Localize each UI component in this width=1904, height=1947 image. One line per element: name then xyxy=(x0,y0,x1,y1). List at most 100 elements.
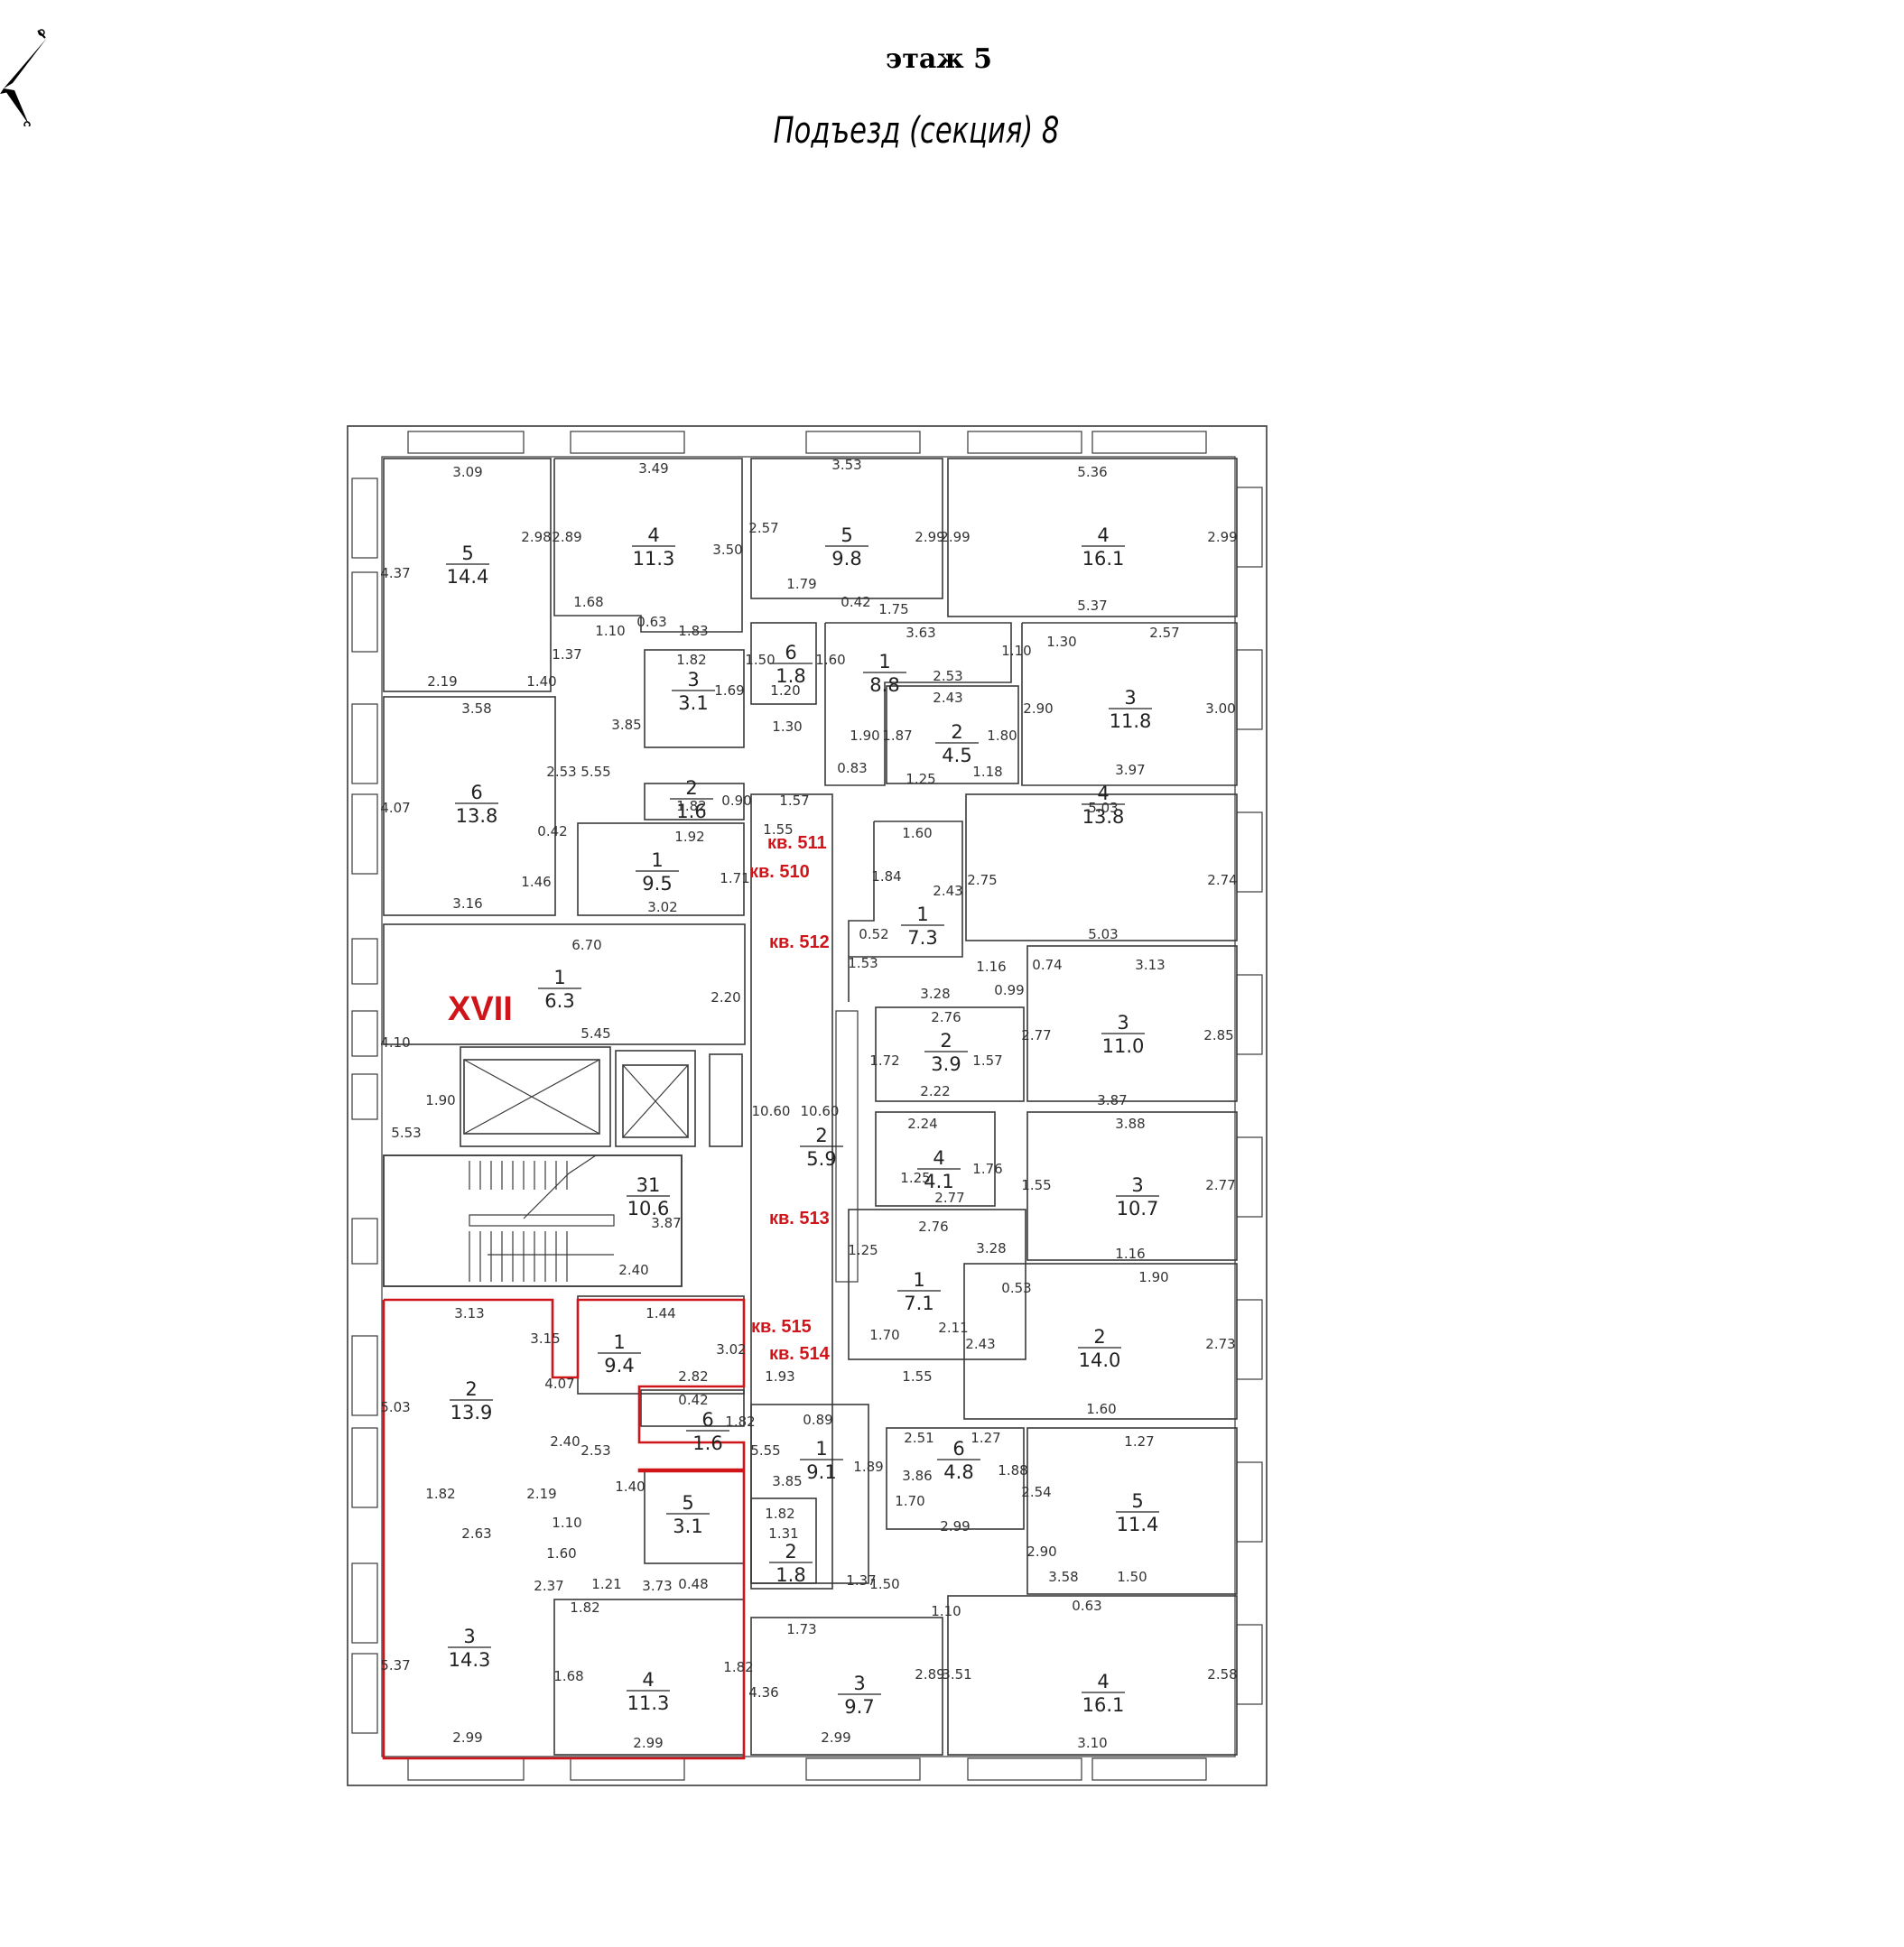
dimension-label: 3.58 xyxy=(461,700,491,717)
room-number: 4 xyxy=(1097,783,1109,804)
dimension-label: 1.75 xyxy=(878,601,908,617)
dimension-label: 1.10 xyxy=(595,623,625,639)
room-number: 2 xyxy=(815,1125,827,1146)
section-number: XVII xyxy=(448,990,513,1028)
room-label: 19.4 xyxy=(598,1331,641,1377)
dimension-label: 1.82 xyxy=(765,1506,794,1522)
dimension-label: 2.76 xyxy=(931,1009,961,1025)
apartment-label: кв. 511 xyxy=(767,833,827,853)
room-number: 2 xyxy=(951,721,962,743)
dimension-label: 1.60 xyxy=(815,652,845,668)
room-area: 7.1 xyxy=(904,1293,933,1314)
dimension-label: 1.70 xyxy=(869,1327,899,1343)
dimension-label: 3.85 xyxy=(772,1473,802,1489)
dimension-label: 3.87 xyxy=(1097,1092,1127,1108)
dimension-label: 2.99 xyxy=(940,529,970,545)
dimension-label: 3.85 xyxy=(611,717,641,733)
dimension-label: 3.63 xyxy=(906,625,935,641)
dimension-label: 1.57 xyxy=(779,793,809,809)
dimension-label: 1.27 xyxy=(1124,1433,1154,1450)
elevator-shafts xyxy=(460,1046,743,1147)
room-number: 2 xyxy=(465,1378,477,1400)
dimension-label: 10.60 xyxy=(801,1103,840,1119)
room-area: 7.3 xyxy=(907,927,937,949)
dimension-label: 0.42 xyxy=(841,594,870,610)
room-number: 2 xyxy=(940,1030,952,1052)
dimension-label: 1.18 xyxy=(972,764,1002,780)
room-area: 5.9 xyxy=(806,1148,836,1170)
dimension-label: 2.99 xyxy=(821,1729,850,1746)
dimension-label: 1.25 xyxy=(848,1242,878,1258)
windows-left xyxy=(351,477,378,1734)
room-label: 411.3 xyxy=(627,1669,670,1714)
room-number: 4 xyxy=(647,524,659,546)
room-number: 5 xyxy=(682,1492,693,1514)
dimension-label: 2.37 xyxy=(534,1578,563,1594)
dimension-label: 1.82 xyxy=(570,1599,599,1616)
dimension-label: 1.90 xyxy=(850,728,879,744)
room-area: 13.8 xyxy=(456,805,498,827)
room-area: 11.0 xyxy=(1102,1035,1145,1057)
dimension-label: 3.00 xyxy=(1205,700,1235,717)
dimension-label: 1.25 xyxy=(906,771,935,787)
room-label: 61.6 xyxy=(686,1409,729,1454)
dimension-label: 1.30 xyxy=(772,719,802,735)
windows-right xyxy=(1236,487,1263,1705)
dimension-label: 2.57 xyxy=(748,520,778,536)
room-area: 10.6 xyxy=(627,1198,670,1219)
dimension-label: 1.55 xyxy=(763,821,793,838)
dimension-label: 2.89 xyxy=(915,1666,944,1683)
room-area: 11.8 xyxy=(1110,710,1152,732)
room-label: 310.7 xyxy=(1116,1174,1159,1219)
dimension-label: 1.50 xyxy=(1117,1569,1147,1585)
windows-top xyxy=(407,431,1207,454)
dimension-label: 2.99 xyxy=(940,1518,970,1534)
dimension-label: 0.89 xyxy=(803,1412,832,1428)
dimension-label: 5.37 xyxy=(380,1657,410,1673)
room-label: 59.8 xyxy=(825,524,868,570)
dimension-label: 2.99 xyxy=(452,1729,482,1746)
dimension-label: 1.82 xyxy=(676,652,706,668)
windows-bottom xyxy=(407,1757,1207,1781)
dimension-label: 5.53 xyxy=(391,1125,421,1141)
dimension-label: 1.60 xyxy=(546,1545,576,1562)
inner-wall-line xyxy=(381,456,1236,1757)
dimension-label: 0.52 xyxy=(859,926,888,942)
dimension-label: 1.60 xyxy=(902,825,932,841)
room-number: 3 xyxy=(1124,687,1136,709)
corridor xyxy=(750,793,833,1590)
room-label: 33.1 xyxy=(672,669,715,714)
dimension-label: 3.09 xyxy=(452,464,482,480)
room-area: 9.7 xyxy=(844,1696,874,1718)
room-number: 2 xyxy=(1093,1326,1105,1348)
dimension-label: 2.24 xyxy=(907,1116,937,1132)
dimension-label: 1.16 xyxy=(1115,1246,1145,1262)
room-number: 4 xyxy=(933,1147,944,1169)
apartment-label: кв. 510 xyxy=(749,862,810,882)
room-area: 3.1 xyxy=(678,692,708,714)
dimension-label: 2.82 xyxy=(678,1368,708,1385)
dimension-label: 1.90 xyxy=(1138,1269,1168,1285)
room-area: 8.8 xyxy=(869,674,899,696)
dimension-label: 3.02 xyxy=(716,1341,746,1358)
dimension-label: 1.84 xyxy=(871,868,901,885)
room-area: 1.8 xyxy=(776,1564,805,1586)
dimension-label: 2.19 xyxy=(526,1486,556,1502)
dimension-label: 1.55 xyxy=(902,1368,932,1385)
room-area: 1.6 xyxy=(676,801,706,822)
dimension-label: 5.55 xyxy=(750,1442,780,1459)
dimension-label: 1.40 xyxy=(615,1479,645,1495)
dimension-label: 3.28 xyxy=(920,986,950,1002)
dimension-label: 1.37 xyxy=(552,646,581,663)
room-label: 18.8 xyxy=(863,651,906,696)
dimension-label: 2.40 xyxy=(618,1262,648,1278)
dimension-label: 1.79 xyxy=(786,576,816,592)
dimension-label: 1.92 xyxy=(674,829,704,845)
dimension-label: 5.55 xyxy=(580,764,610,780)
dimension-label: 1.72 xyxy=(869,1052,899,1069)
room-area: 14.0 xyxy=(1079,1349,1121,1371)
room-number: 2 xyxy=(785,1541,796,1562)
room-area: 14.3 xyxy=(449,1649,491,1671)
room-label: 314.3 xyxy=(448,1626,491,1671)
dimension-label: 5.03 xyxy=(1088,800,1118,816)
